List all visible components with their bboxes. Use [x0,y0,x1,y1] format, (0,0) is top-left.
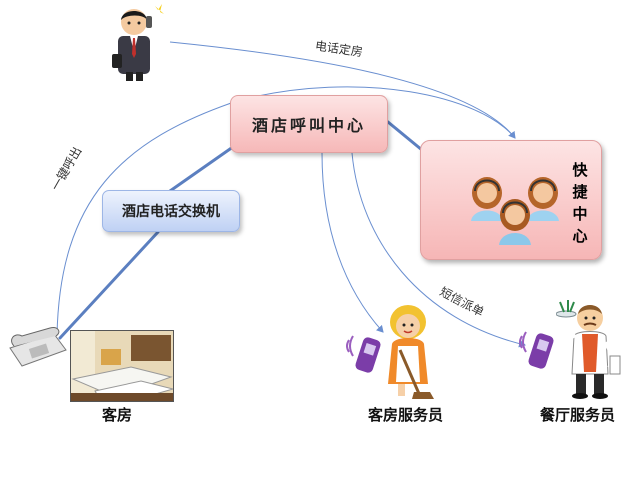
call-center-label: 酒店呼叫中心 [251,116,366,135]
waiter-icon [556,300,621,399]
call-center-box: 酒店呼叫中心 [230,95,388,153]
arrow-to-housekeeping [321,152,384,333]
mobile-phone-icon [519,331,554,369]
restaurant-staff-label: 餐厅服务员 [540,406,616,424]
link-callcenter-express [386,120,424,152]
operators-icon [471,177,559,245]
link-pbx-callcenter [168,140,242,193]
phone-icon [9,327,67,367]
arrow-phone-booking [169,41,516,139]
express-center-box: 快捷中心 [420,140,602,260]
express-center-label: 快捷中心 [572,161,588,245]
pbx-label: 酒店电话交换机 [122,204,220,220]
maid-icon [388,305,434,399]
housekeeping-label: 客房服务员 [368,406,444,424]
hotel-room-icon [70,330,174,402]
pbx-box: 酒店电话交换机 [102,190,240,232]
mobile-phone-icon [346,335,381,373]
businessman-icon [112,4,164,81]
link-pbx-phone [58,230,160,340]
arrow-sms-dispatch [351,152,526,348]
guest-room-label: 客房 [102,406,133,424]
